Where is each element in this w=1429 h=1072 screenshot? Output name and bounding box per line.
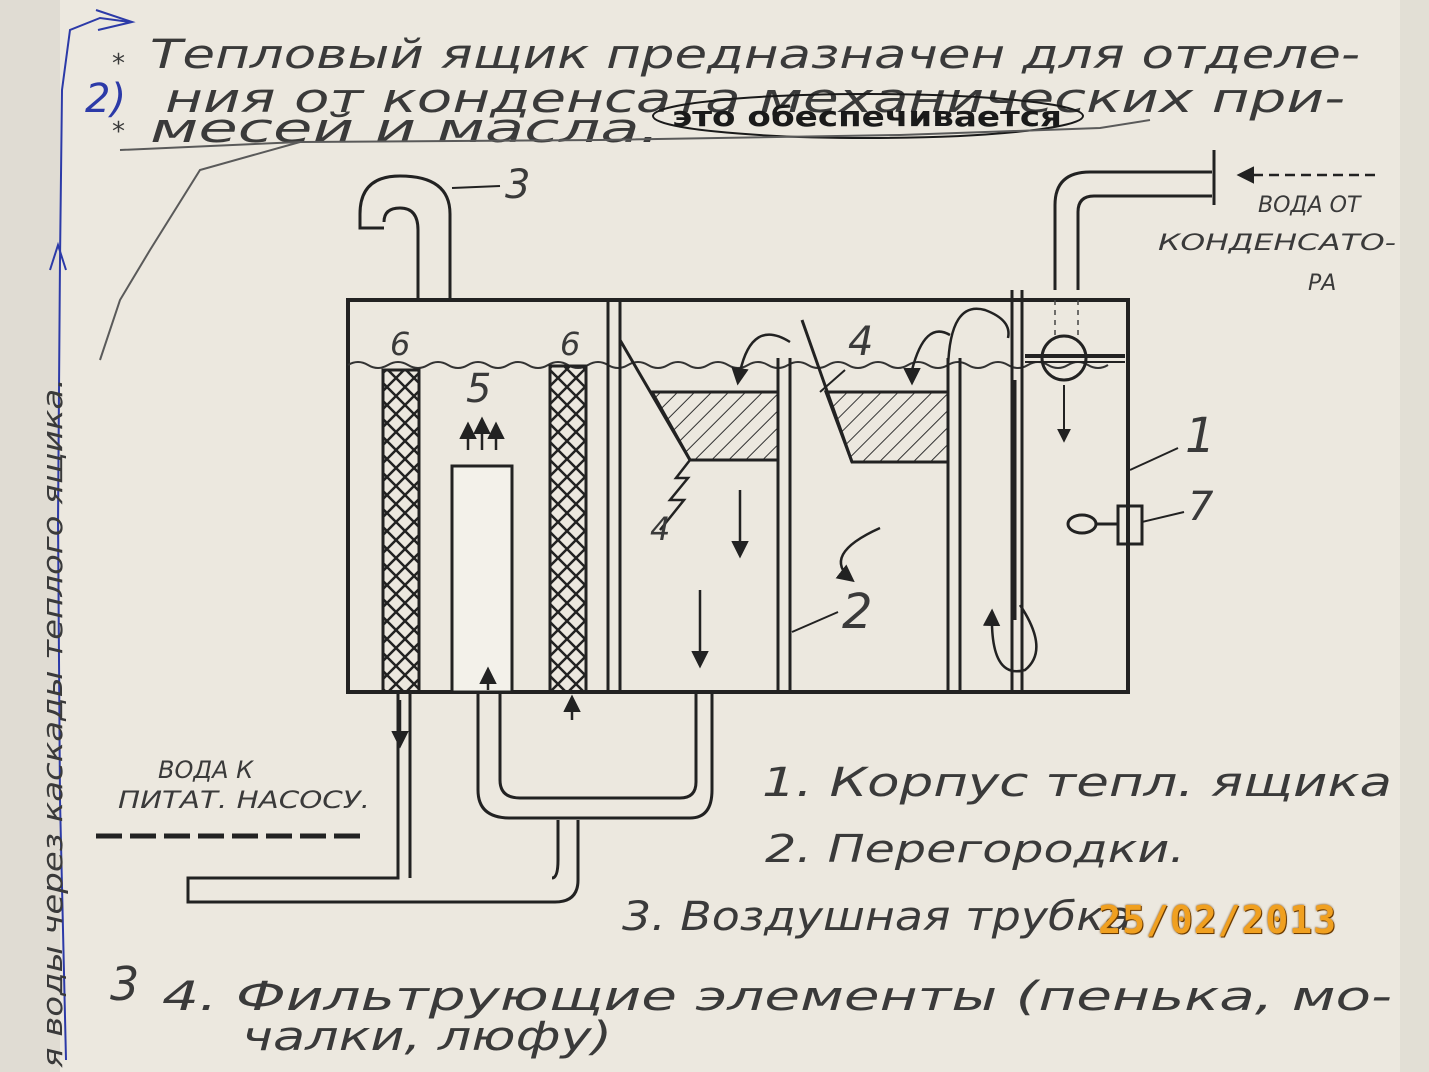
label-7: 7 [1188,484,1214,530]
filter-columns [381,364,588,694]
label-5: 5 [466,366,491,412]
air-pipe [358,174,452,300]
label-4-lower: 4 [650,510,670,548]
margin-mark: 3 [110,957,139,1011]
bullet-star: * [112,117,125,147]
inlet-label-line-2: КОНДЕНСАТО- [1158,231,1396,256]
component-numbers: 3 6 6 5 4 1 2 7 4 [390,162,1216,640]
header-line-1: Тепловый ящик предназначен для отделе- [150,32,1360,78]
label-6: 6 [560,325,580,363]
legend-item-4-line-1: 4. Фильтрующие элементы (пенька, мо- [162,974,1392,1020]
blue-annotations: я воды через каскады теплого ящика. [36,9,1151,1068]
date-stamp: 25/02/2013 [1098,898,1337,942]
inlet-label-line-1: ВОДА ОТ [1258,193,1362,218]
legend: 1. Корпус тепл. ящика 2. Перегородки. 3.… [110,760,1392,1060]
outlet-label-line-2: ПИТАТ. НАСОСУ. [118,786,370,814]
label-2: 2 [842,584,873,640]
label-6: 6 [390,325,410,363]
flow-arrows [391,307,1038,749]
tank-body [346,298,1130,694]
header-line-2: ния от конденсата механических при- [165,76,1345,122]
legend-item-1: 1. Корпус тепл. ящика [762,760,1392,806]
legend-item-3: 3. Воздушная трубка [622,894,1132,940]
legend-item-4-line-2: чалки, люфу) [242,1014,612,1060]
blue-mark: 2) [85,76,126,122]
hatched-filters [618,319,950,531]
flow-labels: ВОДА ОТ КОНДЕНСАТО- РА ВОДА К ПИТАТ. НАС… [118,193,1396,814]
label-1: 1 [1185,408,1216,464]
outlet-piping [96,692,714,904]
inlet-label-line-3: РА [1308,271,1336,296]
outlet-label-line-1: ВОДА К [158,756,254,784]
valve [1066,504,1144,546]
legend-item-2: 2. Перегородки. [765,827,1185,871]
insert-outline [652,93,1084,139]
insert-text: это обеспечивается [672,100,1062,133]
bullet-star: * [112,49,125,79]
label-3: 3 [505,162,530,208]
inlet-pipe [1025,150,1375,443]
header-note: 2) * * Тепловый ящик предназначен для от… [85,32,1360,152]
label-4: 4 [848,319,873,365]
side-note: я воды через каскады теплого ящика. [36,378,69,1068]
